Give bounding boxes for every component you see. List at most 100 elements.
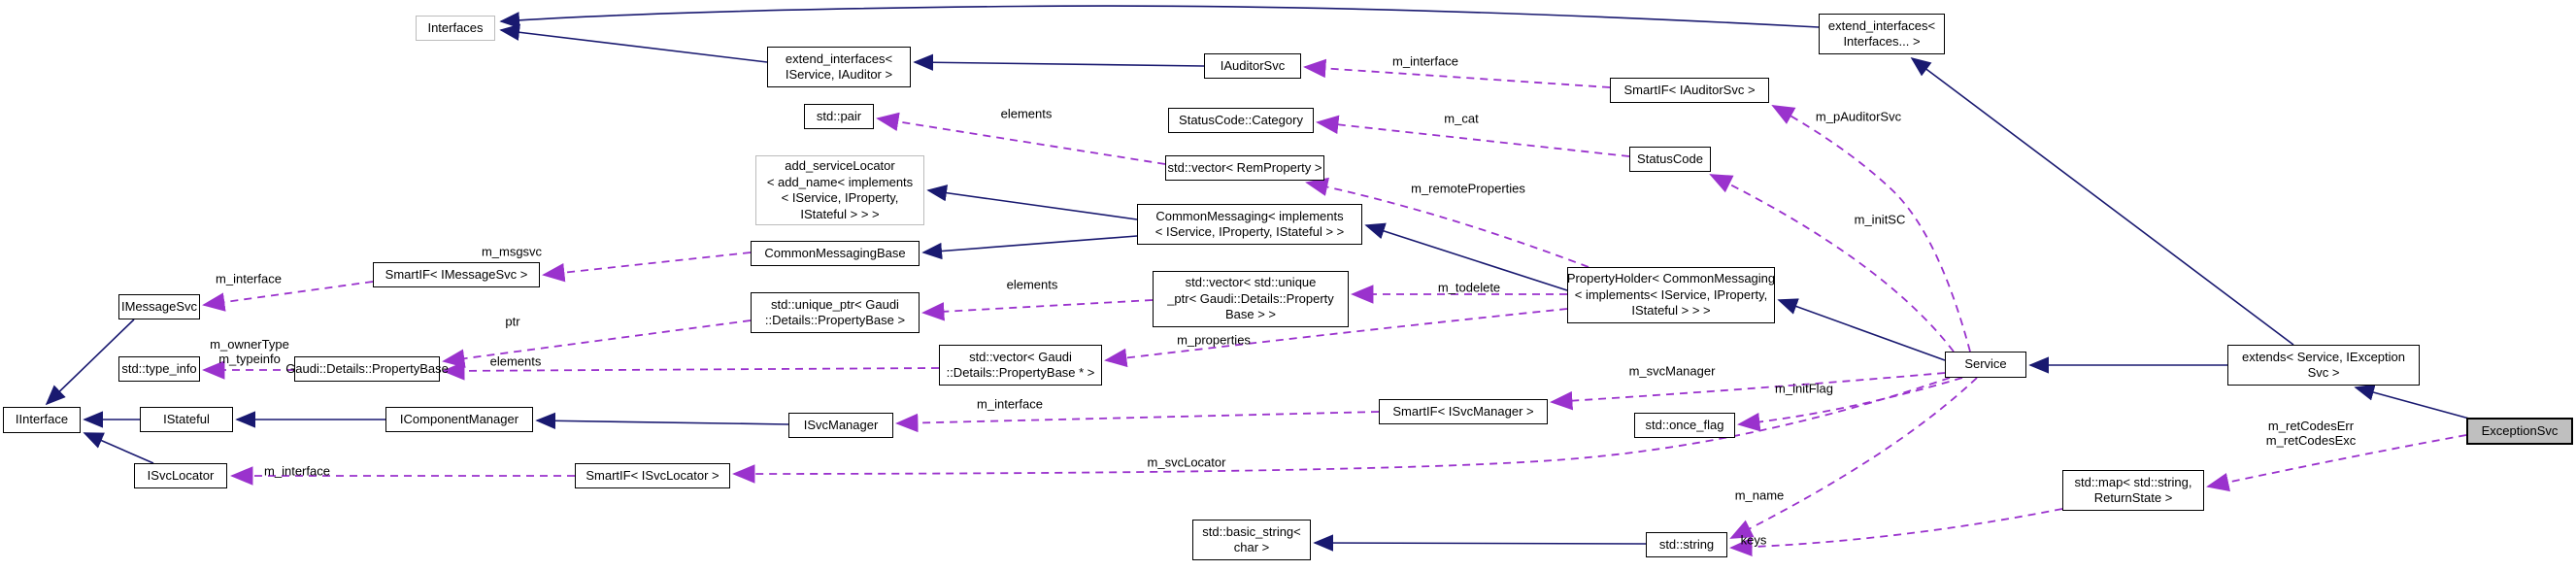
class-node-label: IInterface: [15, 412, 69, 427]
edge-label-u21: keys: [1741, 533, 1767, 548]
edge-label-line: m_name: [1734, 487, 1785, 503]
edge-label-line: m_retCodesErr: [2267, 419, 2355, 433]
edge-label-u9: ptr: [505, 315, 519, 329]
class-node-label: < implements< IService, IProperty,: [1574, 286, 1768, 302]
class-node-label: CommonMessaging< implements: [1155, 208, 1344, 223]
edge-propertyholder-to-commonmessaging: [1364, 222, 1568, 291]
class-node-label: ReturnState >: [2093, 490, 2173, 505]
edge-label-u5: m_initSC: [1855, 213, 1906, 227]
class-node-extend-interfaces-iservice-iauditor[interactable]: extend_interfaces<IService, IAuditor >: [767, 47, 911, 87]
class-node-label: SmartIF< IMessageSvc >: [385, 266, 528, 282]
class-node-std-unique-ptr-gaudi[interactable]: std::unique_ptr< Gaudi::Details::Propert…: [751, 292, 920, 333]
edge-label-u6: m_remoteProperties: [1411, 182, 1525, 196]
class-node-std-pair[interactable]: std::pair: [804, 104, 874, 129]
class-node-std-vector-remproperty[interactable]: std::vector< RemProperty >: [1165, 155, 1324, 181]
edge-service-to-statuscode: [1709, 174, 1955, 353]
edge-service-to-std-string: [1729, 377, 1978, 539]
edge-label-u19: m_svcLocator: [1148, 455, 1226, 470]
class-node-std-map[interactable]: std::map< std::string,ReturnState >: [2062, 470, 2204, 511]
class-node-commonmessagingbase[interactable]: CommonMessagingBase: [751, 241, 920, 266]
class-node-label: IService, IAuditor >: [785, 67, 893, 82]
edge-label-line: m_interface: [264, 463, 330, 479]
class-node-smartif-iauditorsvc[interactable]: SmartIF< IAuditorSvc >: [1610, 78, 1769, 103]
edge-label-line: m_remoteProperties: [1411, 181, 1525, 196]
edge-label-u3: m_interface: [1392, 54, 1458, 69]
edge-label-line: m_initFlag: [1775, 381, 1833, 396]
edge-label-u12: elements: [1007, 278, 1058, 292]
class-node-service[interactable]: Service: [1945, 352, 2026, 378]
edge-label-line: keys: [1740, 532, 1767, 548]
class-node-std-string[interactable]: std::string: [1646, 532, 1727, 557]
edge-label-line: m_initSC: [1854, 212, 1906, 227]
edge-isvclocator-to-iinterface: [83, 432, 154, 464]
edge-label-line: m_svcManager: [1628, 363, 1716, 379]
class-node-label: CommonMessagingBase: [764, 245, 906, 260]
edge-std-map-to-std-string: [1729, 508, 2063, 556]
class-node-icomponentmanager[interactable]: IComponentManager: [385, 407, 533, 432]
class-node-label: extend_interfaces<: [1827, 17, 1936, 33]
edge-label-u17: m_initFlag: [1775, 382, 1833, 396]
class-node-std-once-flag[interactable]: std::once_flag: [1634, 413, 1735, 438]
class-node-std-vector-gaudi-propertybase[interactable]: std::vector< Gaudi::Details::PropertyBas…: [939, 345, 1102, 386]
class-node-extend-interfaces-interfaces[interactable]: extend_interfaces<Interfaces... >: [1819, 14, 1945, 54]
class-node-smartif-isvclocator[interactable]: SmartIF< ISvcLocator >: [575, 463, 730, 488]
class-node-smartif-imessagesvc[interactable]: SmartIF< IMessageSvc >: [373, 262, 540, 287]
class-node-exceptionsvc: ExceptionSvc: [2466, 418, 2573, 445]
edge-std-vector-unique-ptr-to-std-unique-ptr-gaudi: [921, 299, 1154, 321]
class-node-label: Base > >: [1224, 307, 1277, 322]
class-node-propertyholder[interactable]: PropertyHolder< CommonMessaging< impleme…: [1567, 267, 1775, 323]
class-node-label: < IService, IProperty,: [781, 190, 899, 205]
class-node-isvclocator[interactable]: ISvcLocator: [134, 463, 227, 488]
edge-label-u2: m_cat: [1444, 112, 1478, 126]
edge-label-u16: m_svcManager: [1629, 364, 1716, 379]
class-node-std-vector-unique-ptr[interactable]: std::vector< std::unique_ptr< Gaudi::Det…: [1153, 271, 1349, 327]
class-node-commonmessaging[interactable]: CommonMessaging< implements< IService, I…: [1137, 204, 1362, 245]
class-node-label: extends< Service, IException: [2241, 349, 2405, 364]
class-node-label: Interfaces: [427, 19, 484, 35]
class-node-istateful[interactable]: IStateful: [140, 407, 233, 432]
class-node-add-servicelocator: add_serviceLocator< add_name< implements…: [755, 155, 924, 225]
class-node-label: Interfaces... >: [1843, 34, 1921, 49]
class-node-label: StatusCode: [1637, 151, 1703, 166]
edge-std-unique-ptr-gaudi-to-gaudi-details-propertybase: [442, 319, 752, 368]
class-node-iinterface[interactable]: IInterface: [3, 407, 81, 433]
class-node-statuscode-category[interactable]: StatusCode::Category: [1168, 108, 1314, 133]
class-node-label: < add_name< implements: [766, 174, 914, 189]
class-node-label: std::string: [1658, 536, 1715, 552]
class-node-label: extend_interfaces<: [785, 50, 893, 66]
edge-label-line: m_msgsvc: [481, 244, 543, 259]
edge-label-line: m_todelete: [1437, 280, 1501, 295]
class-node-label: std::type_info: [121, 360, 197, 376]
edge-label-line: m_pAuditorSvc: [1815, 109, 1902, 124]
class-node-label: std::vector< std::unique: [1185, 275, 1317, 290]
class-node-label: IStateful > > >: [1631, 303, 1711, 319]
class-node-label: std::unique_ptr< Gaudi: [771, 296, 899, 312]
class-node-label: SmartIF< ISvcLocator >: [585, 467, 719, 483]
class-node-gaudi-details-propertybase[interactable]: Gaudi::Details::PropertyBase: [285, 356, 449, 382]
class-node-label: Svc >: [2307, 365, 2340, 380]
class-node-label: _ptr< Gaudi::Details::Property: [1167, 290, 1334, 306]
class-node-label: ExceptionSvc: [2481, 422, 2559, 438]
edge-extend-interfaces-interfaces-to-interfaces: [499, 5, 1820, 29]
class-node-std-basic-string[interactable]: std::basic_string<char >: [1192, 520, 1311, 560]
edge-propertyholder-to-std-vector-remproperty: [1305, 177, 1589, 268]
class-node-std-type-info[interactable]: std::type_info: [118, 356, 200, 382]
class-node-statuscode[interactable]: StatusCode: [1629, 147, 1711, 172]
class-node-imessagesvc[interactable]: IMessageSvc: [118, 294, 200, 319]
class-node-smartif-isvcmanager[interactable]: SmartIF< ISvcManager >: [1379, 399, 1548, 424]
class-node-iauditorsvc[interactable]: IAuditorSvc: [1204, 53, 1301, 79]
edge-std-vector-gaudi-propertybase-to-gaudi-details-propertybase: [442, 361, 940, 381]
edge-label-line: m_retCodesExc: [2265, 433, 2357, 448]
class-node-isvcmanager[interactable]: ISvcManager: [788, 413, 893, 438]
edge-label-line: m_interface: [216, 271, 282, 286]
edge-std-string-to-std-basic-string: [1313, 534, 1647, 552]
edge-isvcmanager-to-icomponentmanager: [535, 412, 789, 429]
class-node-label: IStateful > > >: [800, 206, 880, 221]
edge-label-u4: m_pAuditorSvc: [1816, 110, 1901, 124]
edge-label-u13: m_todelete: [1438, 281, 1500, 295]
edge-label-line: ptr: [505, 314, 520, 329]
edge-exceptionsvc-to-std-map: [2206, 434, 2467, 492]
edge-label-line: elements: [489, 353, 542, 369]
